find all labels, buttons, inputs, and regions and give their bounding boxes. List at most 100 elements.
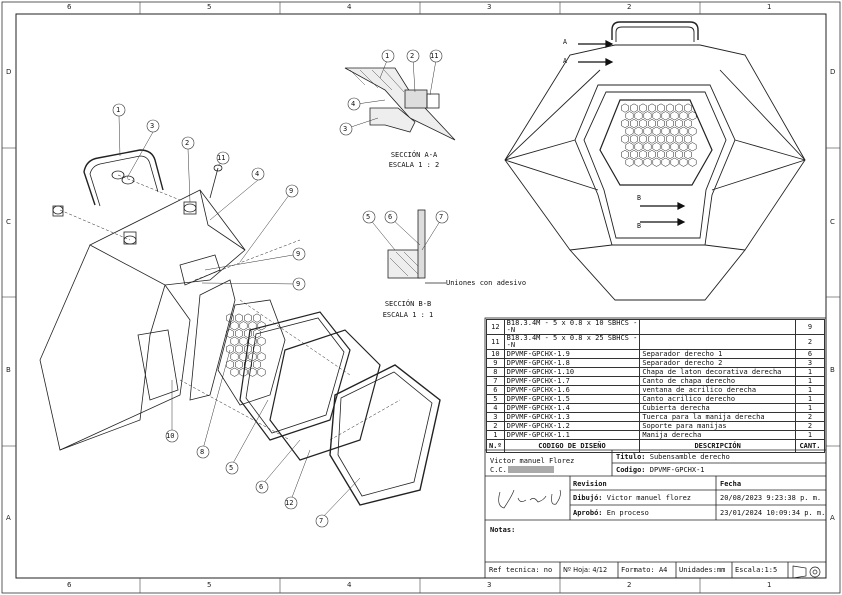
projection-symbol-icon [792,565,821,579]
mesh-cell [630,150,638,160]
front-mesh [621,103,697,167]
front-view [504,21,806,301]
zone-col-1-bottom: 1 [767,581,772,589]
mesh-cell [643,126,652,136]
zone-row-b-right: B [830,366,835,374]
aprobo-value: En proceso [606,509,649,517]
mesh-cell [630,119,638,129]
bom-row-code: DPVMF-GPCHX-1.2 [503,421,641,431]
section-mark-a-2: A [563,57,567,65]
mesh-cell [679,157,688,167]
secA-callout-11: 11 [430,52,439,60]
mesh-cell [639,134,647,144]
mesh-cell [639,119,647,129]
mesh-cell [675,103,683,113]
mesh-cell [670,157,679,167]
bom-header-n: N.º [486,439,505,453]
bom-row-n: 7 [486,376,505,386]
author-name: Victor manuel Florez [490,457,575,465]
escala-value: 1:5 [764,566,778,574]
mesh-cell [235,329,243,339]
mesh-cell [661,157,670,167]
mesh-cell [226,313,234,323]
bom-row-n: 3 [486,412,505,422]
mesh-cell [226,344,234,354]
mesh-cell [625,157,634,167]
bom-row-code: DPVMF-GPCHX-1.10 [503,367,641,377]
secB-callout-6: 6 [388,213,393,221]
secA-callout-4: 4 [351,100,356,108]
bom-row-desc: Soporte para manijas [639,421,796,431]
mesh-cell [630,103,638,113]
mesh-cell [625,142,634,152]
zone-row-c-right: C [830,218,835,226]
bom-row-code-line2: -N [506,341,516,349]
signature-image [498,489,561,509]
section-mark-a-1: A [563,38,567,46]
bom-row-code: DPVMF-GPCHX-1.6 [503,385,641,395]
mesh-cell [661,111,670,121]
redacted-id-box [508,466,554,473]
mesh-cell [639,103,647,113]
bom-row-n: 6 [486,385,505,395]
escala-label: Escala: [735,566,765,574]
zone-col-4-top: 4 [347,3,352,11]
bom-row-code: DPVMF-GPCHX-1.3 [503,412,641,422]
mesh-cell [253,329,261,339]
mesh-cell [625,126,634,136]
callout-balloons [112,49,449,528]
mesh-cell [226,360,234,370]
codigo-value: DPVMF-GPCHX-1 [649,466,705,474]
callout-9a: 9 [289,187,294,195]
mesh-cell [257,336,266,346]
section-a-a [344,67,456,141]
bom-row-desc: Tuerca para la manija derecha [639,412,796,422]
author-cc-label: C.C. [490,466,507,474]
secB-callout-7: 7 [439,213,444,221]
bom-row-qty: 2 [795,412,825,422]
callout-1: 1 [116,106,121,114]
mesh-cell [239,321,248,331]
aprobo-label: Aprobó: [573,509,603,517]
mesh-cell [652,111,661,121]
bom-row-code-line2: -N [506,326,516,334]
mesh-cell [230,367,239,377]
mesh-cell [239,367,248,377]
callout-5: 5 [229,464,234,472]
bom-row-qty: 2 [795,421,825,431]
ref-label: Ref tecnica: [489,566,540,574]
bom-header-desc: DESCRIPCIÓN [639,439,796,453]
mesh-cell [230,321,239,331]
mesh-cell [684,150,692,160]
dibujo-fecha: 20/08/2023 9:23:38 p. m. [720,494,822,502]
bom-row-n: 9 [486,358,505,368]
mesh-cell [648,119,656,129]
section-a-title: SECCIÓN A-A [390,151,438,159]
section-b-b [387,209,446,284]
section-marks [578,40,686,226]
mesh-cell [657,134,665,144]
section-a-scale: ESCALA 1 : 2 [388,161,440,169]
bom-row-code: DPVMF-GPCHX-1.1 [503,430,641,440]
bom-row-code: DPVMF-GPCHX-1.7 [503,376,641,386]
mesh-cell [634,157,643,167]
mesh-cell [244,313,252,323]
bom-row-qty: 1 [795,430,825,440]
callout-9b: 9 [296,250,301,258]
bom-row-desc [639,334,796,350]
mesh-cell [625,111,634,121]
hoja-value: 4/12 [592,566,608,574]
bom-row-n: 10 [486,349,505,359]
zone-col-3-bottom: 3 [487,581,492,589]
secA-callout-1: 1 [385,52,390,60]
